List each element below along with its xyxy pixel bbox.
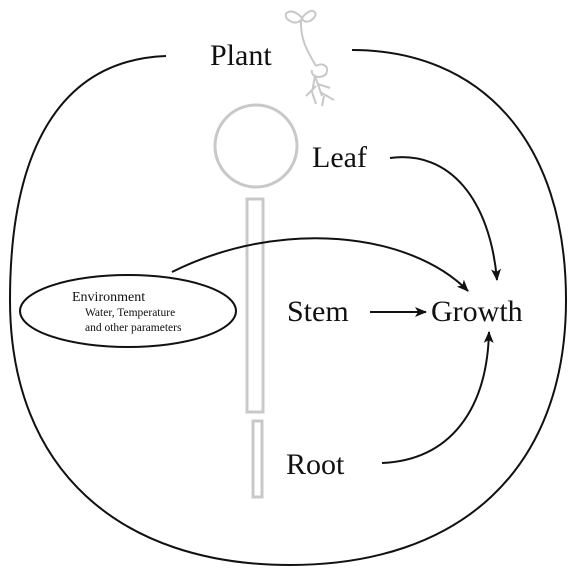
environment-line-2: and other parameters xyxy=(85,322,182,334)
environment-to-growth-arrow xyxy=(172,238,468,291)
growth-label: Growth xyxy=(431,295,523,328)
leaf-shape xyxy=(215,105,297,187)
root-shape xyxy=(253,421,262,497)
root-label: Root xyxy=(286,448,345,481)
root-to-growth-arrow xyxy=(382,332,489,463)
leaf-to-growth-arrow xyxy=(390,157,497,280)
leaf-label: Leaf xyxy=(312,141,367,174)
stem-label: Stem xyxy=(287,295,349,328)
environment-title: Environment xyxy=(72,290,145,305)
plant-label: Plant xyxy=(210,39,272,72)
seedling-icon xyxy=(286,11,334,106)
stem-shape xyxy=(247,199,263,412)
environment-line-1: Water, Temperature xyxy=(85,307,175,319)
